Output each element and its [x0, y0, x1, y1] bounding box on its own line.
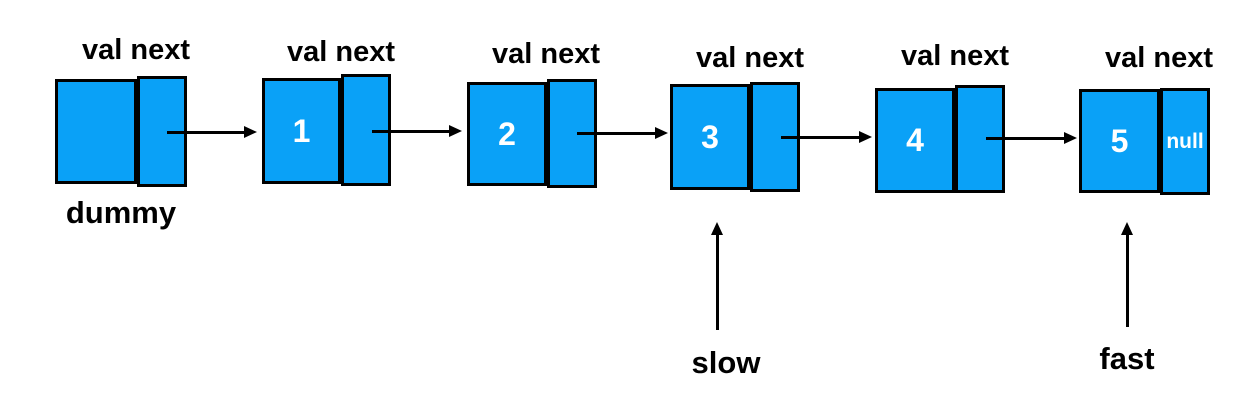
- node-2-field-labels: val next: [492, 38, 600, 70]
- next-arrow-1-to-2: [372, 129, 449, 133]
- fast-pointer-arrow: [1125, 235, 1129, 327]
- node-5-val-cell: 5: [1079, 89, 1160, 193]
- node-3-field-labels: val next: [696, 42, 804, 74]
- next-arrow-2-to-3: [577, 131, 655, 135]
- slow-pointer-arrow: [715, 235, 719, 330]
- next-arrow-3-to-4: [781, 135, 859, 139]
- next-arrow-dummy-to-1: [167, 130, 244, 134]
- node-5-field-labels: val next: [1105, 42, 1213, 74]
- node-dummy-val-cell: [55, 79, 137, 184]
- node-1-val-cell: 1: [262, 78, 341, 184]
- slow-pointer-label: slow: [691, 345, 761, 380]
- node-dummy-field-labels: val next: [82, 34, 190, 66]
- node-dummy-caption: dummy: [65, 195, 177, 230]
- node-2-val-cell: 2: [467, 82, 547, 186]
- node-3-val-cell: 3: [670, 84, 750, 190]
- node-1-field-labels: val next: [287, 36, 395, 68]
- fast-pointer-label: fast: [1099, 341, 1155, 376]
- node-5-next-cell: null: [1160, 88, 1210, 195]
- node-4-val-cell: 4: [875, 88, 955, 193]
- next-arrow-4-to-5: [986, 136, 1064, 140]
- node-4-field-labels: val next: [901, 40, 1009, 72]
